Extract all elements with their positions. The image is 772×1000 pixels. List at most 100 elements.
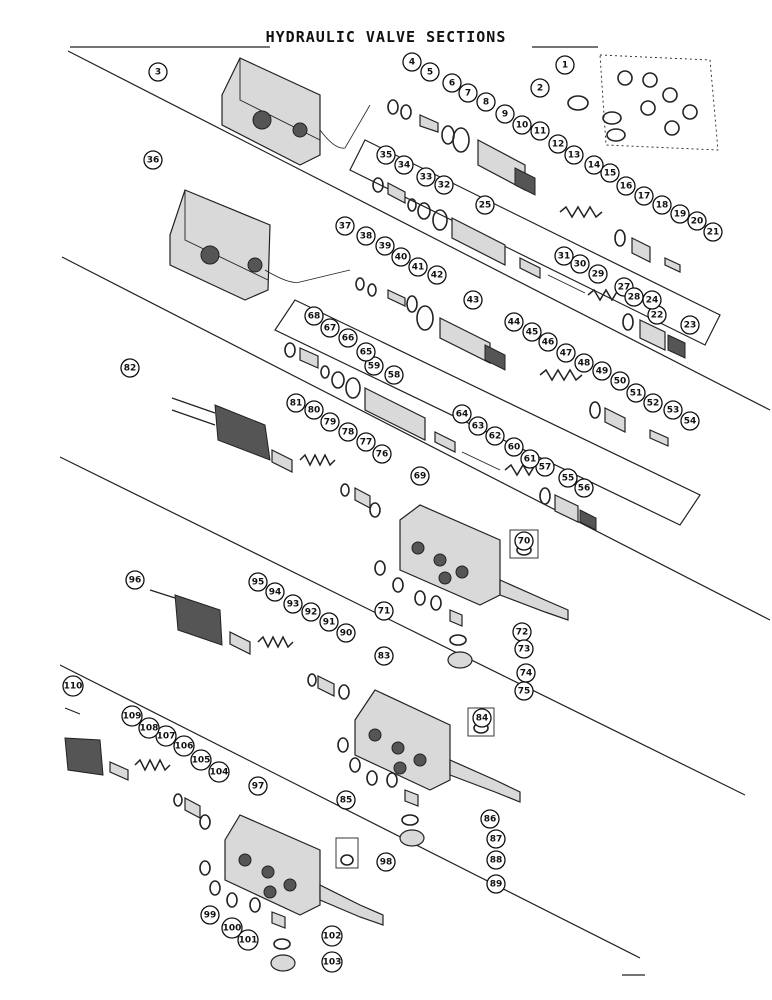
callout-25: 25 (475, 195, 495, 215)
callout-number: 45 (526, 328, 539, 338)
callout-7: 7 (458, 83, 478, 103)
callout-circle (703, 222, 723, 242)
callout-circle (564, 145, 584, 165)
callout-43: 43 (463, 290, 483, 310)
callout-number: 30 (574, 260, 587, 270)
callout-number: 10 (516, 121, 529, 131)
callout-circle (535, 457, 555, 477)
callout-circle (592, 361, 612, 381)
callout-41: 41 (408, 257, 428, 277)
page-title: HYDRAULIC VALVE SECTIONS (265, 28, 507, 46)
callout-circle (486, 874, 506, 894)
callout-number: 35 (380, 151, 393, 161)
callout-number: 44 (508, 318, 521, 328)
section-body-83 (149, 589, 521, 847)
callout-number: 50 (614, 377, 627, 387)
callout-circle (663, 400, 683, 420)
callout-39: 39 (375, 236, 395, 256)
callout-68: 68 (304, 306, 324, 326)
callout-79: 79 (320, 412, 340, 432)
callout-73: 73 (514, 639, 534, 659)
callout-72: 72 (512, 622, 532, 642)
callout-18: 18 (652, 195, 672, 215)
callout-5: 5 (420, 62, 440, 82)
callout-number: 75 (518, 687, 531, 697)
callout-67: 67 (320, 318, 340, 338)
callout-number: 79 (324, 418, 337, 428)
callout-103: 103 (321, 951, 343, 973)
callout-64: 64 (452, 404, 472, 424)
callout-89: 89 (486, 874, 506, 894)
callout-37: 37 (335, 216, 355, 236)
callout-number: 88 (490, 856, 503, 866)
callout-29: 29 (588, 264, 608, 284)
callout-36: 36 (143, 150, 163, 170)
callout-98: 98 (376, 852, 396, 872)
callout-106: 106 (173, 735, 195, 757)
callout-2: 2 (530, 78, 550, 98)
callout-circle (221, 917, 243, 939)
callout-number: 66 (342, 334, 355, 344)
callout-87: 87 (486, 829, 506, 849)
callout-circle (336, 790, 356, 810)
callout-number: 64 (456, 410, 469, 420)
callout-97: 97 (248, 776, 268, 796)
callout-circle (376, 852, 396, 872)
callout-101: 101 (237, 929, 259, 951)
callout-number: 4 (409, 58, 415, 68)
callout-circle (588, 264, 608, 284)
callout-number: 38 (360, 232, 373, 242)
callout-number: 86 (484, 815, 497, 825)
callout-circle (680, 411, 700, 431)
callout-circle (570, 254, 590, 274)
callout-circle (372, 444, 392, 464)
callout-circle (416, 167, 436, 187)
callout-circle (514, 531, 534, 551)
callout-number: 54 (684, 417, 697, 427)
callout-number: 14 (588, 161, 601, 171)
callout-number: 27 (618, 283, 631, 293)
callout-99: 99 (200, 905, 220, 925)
callout-84: 84 (472, 708, 492, 728)
callout-88: 88 (486, 850, 506, 870)
callout-42: 42 (427, 265, 447, 285)
callout-number: 43 (467, 296, 480, 306)
callout-circle (301, 602, 321, 622)
callout-number: 36 (147, 156, 160, 166)
callout-circle (485, 426, 505, 446)
callout-circle (335, 216, 355, 236)
callout-circle (634, 186, 654, 206)
callout-92: 92 (301, 602, 321, 622)
callout-number: 65 (360, 348, 373, 358)
callout-number: 73 (518, 645, 531, 655)
callout-12: 12 (548, 134, 568, 154)
callout-number: 103 (323, 958, 342, 968)
callout-circle (680, 315, 700, 335)
callout-circle (514, 681, 534, 701)
callout-number: 29 (592, 270, 605, 280)
section-dividers (59, 46, 771, 959)
callout-number: 20 (691, 217, 704, 227)
callout-number: 70 (518, 537, 531, 547)
callout-circle (434, 175, 454, 195)
callout-number: 57 (539, 463, 552, 473)
callout-number: 19 (674, 210, 687, 220)
callout-circle (584, 155, 604, 175)
callout-circle (320, 412, 340, 432)
callout-number: 15 (604, 169, 617, 179)
callout-circle (320, 318, 340, 338)
callout-10: 10 (512, 115, 532, 135)
callout-circle (391, 247, 411, 267)
callout-number: 23 (684, 321, 697, 331)
spool-assembly-middle (355, 277, 506, 371)
callout-number: 89 (490, 880, 503, 890)
callout-number: 9 (502, 110, 508, 120)
callout-44: 44 (504, 312, 524, 332)
callout-24: 24 (642, 290, 662, 310)
callout-number: 62 (489, 432, 502, 442)
callout-number: 96 (129, 576, 142, 586)
callout-number: 17 (638, 192, 651, 202)
callout-circle (283, 594, 303, 614)
section-body-97 (64, 707, 384, 972)
